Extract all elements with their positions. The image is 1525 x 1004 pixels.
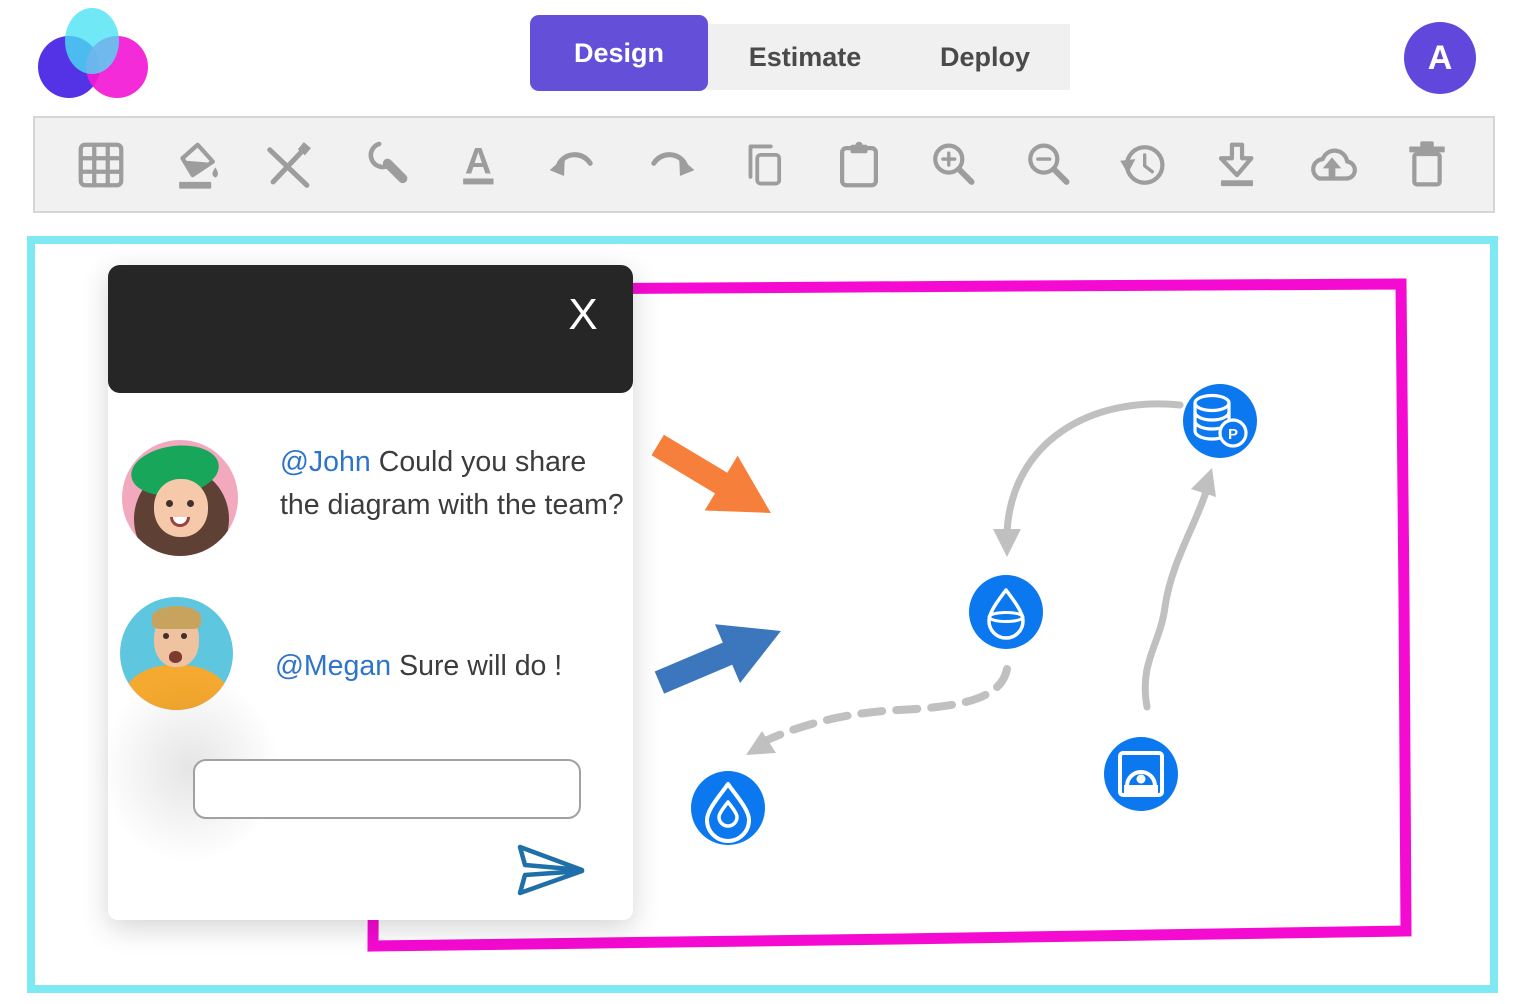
chat-message: @MeganSure will do !: [275, 645, 627, 688]
mention-megan: @Megan: [275, 650, 391, 682]
chat-message: @JohnCould you share the diagram with th…: [280, 441, 632, 527]
chat-popup: X @JohnCould you share the diagram with …: [108, 265, 633, 920]
camera-snapshot-node[interactable]: [1104, 737, 1178, 811]
arrowhead-up: [1191, 468, 1216, 497]
connector-droplet-level-to-droplet[interactable]: [746, 669, 1007, 755]
arrowhead-down: [993, 529, 1021, 557]
droplet-node[interactable]: [691, 771, 765, 845]
orange-arrow[interactable]: [641, 418, 787, 541]
blue-arrow[interactable]: [647, 602, 794, 712]
database-postgres-node[interactable]: P: [1183, 384, 1257, 458]
droplet-level-node[interactable]: [969, 575, 1043, 649]
chat-message-input[interactable]: [193, 759, 581, 819]
chat-popup-header: [108, 265, 633, 393]
avatar-john: [122, 440, 238, 556]
close-icon[interactable]: X: [561, 287, 605, 343]
connector-db-to-droplet-level[interactable]: [993, 404, 1180, 557]
connector-camera-to-db[interactable]: [1145, 468, 1216, 707]
send-icon[interactable]: [516, 843, 586, 899]
svg-text:P: P: [1228, 426, 1238, 443]
message-text: Sure will do !: [399, 650, 562, 682]
mention-john: @John: [280, 446, 371, 478]
